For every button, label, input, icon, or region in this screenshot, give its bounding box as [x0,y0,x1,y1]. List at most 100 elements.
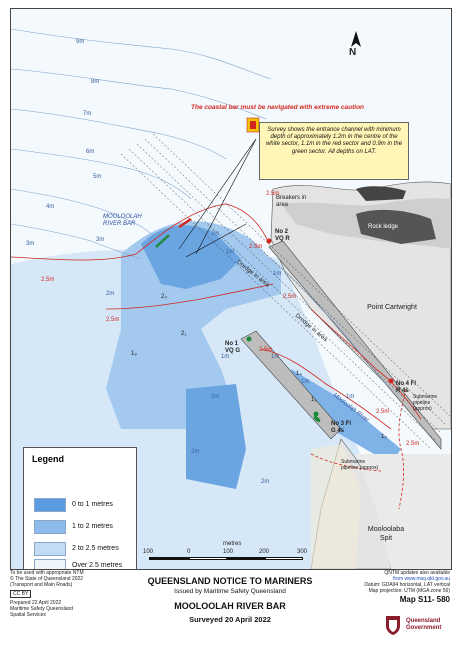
legend-swatch [34,558,66,569]
scale-tick: 100 [223,549,234,555]
scale-segment [189,557,227,560]
legend-item: 2 to 2.5 metres [34,541,119,556]
spit-label: Mooloolaba Spit [367,526,405,542]
depth-zone-river [291,369,401,464]
depth-label: 1m [221,354,230,360]
depth-label: 3m [96,237,105,243]
gov-name-line2: Government [406,625,442,631]
msq-link[interactable]: from www.msq.qld.gov.au [393,576,450,582]
scale-segment [149,557,189,560]
scale-bar: metres 100 0 100 200 300 [143,541,309,565]
sounding: 1₄ [296,371,302,377]
footer-right: QNTM updates also available from www.msq… [340,570,450,604]
rock-ledge-label: Rock ledge [368,224,399,230]
depth-label: 2.5m [41,277,55,283]
depth-label: 1m [226,249,235,255]
scale-tick: 200 [259,549,270,555]
sounding: 2₁ [181,331,187,337]
footer-left: To be used with appropriate NTM © The St… [10,570,84,618]
depth-zone-1-2 [106,221,281,429]
sounding: 1₂ [381,434,387,440]
warning-text: The coastal bar must be navigated with e… [191,104,365,111]
mark-no1-label: No 1 VQ G [225,341,241,354]
map-graphics [11,9,451,569]
mark-no4-label: No 4 Fl R 4s [396,381,417,394]
river-bar-label: MOOLOOLAH RIVER BAR [103,214,142,227]
mark-no3-buoy [313,416,321,422]
land-spit-east [356,454,451,569]
depth-label: 2.5m [249,244,263,250]
depth-label: 6m [86,149,95,155]
depth-label: 2.5m [259,347,273,353]
projection-text: Map projection: UTM (MGA zone 56) [368,588,450,594]
sounding: 2₃ [161,294,167,300]
depth-zone-0-1-south [186,384,246,489]
legend-label: 1 to 2 metres [72,523,113,530]
legend-label: 2 to 2.5 metres [72,545,119,552]
footer: To be used with appropriate NTM © The St… [10,570,450,644]
depth-label: 5m [93,174,102,180]
mark-no3-label: No 3 Fl G 4s [331,421,352,434]
caution-icon-inner [250,121,256,129]
mark-no4 [388,378,394,384]
legend-title: Legend [32,454,65,464]
depth-label: 2.5m [283,294,297,300]
mark-no3 [313,411,319,417]
north-breakwater [268,240,442,450]
depth-label: 2.5m [406,441,420,447]
qntm-updates: QNTM updates also available [384,570,450,576]
footer-left-line: (Transport and Main Roads) [10,582,73,588]
notice-title: QUEENSLAND NOTICE TO MARINERS [147,576,313,586]
depth-label: 9m [76,39,85,45]
depth-label: 2m [261,479,270,485]
map-number: Map S11- 580 [399,595,450,604]
depth-label: 2m [211,394,220,400]
legend-label: Over 2.5 metres [72,562,123,569]
mark-no2-label: No 2 VQ R [275,229,290,242]
gov-name-line1: Queensland [406,618,441,624]
rock-ledge [356,209,436,244]
rock-outcrop [356,186,406,201]
pipeline-label-1: Submarine pipeline (approx) [413,394,438,412]
pipeline-south [310,453,382,472]
depth-label: 2m [211,231,220,237]
sounding: 1₁ [311,397,317,403]
legend-swatch [34,519,66,534]
red-sector [178,217,192,229]
depth-zone-0-1-bar [141,225,241,289]
depth-label: 7m [83,111,92,117]
point-cartwright-label: Point Cartwright [367,304,417,311]
depth-label: 4m [46,204,55,210]
depth-label: 1m [346,394,355,400]
depth-label: 2.5m [106,317,120,323]
mark-no2 [266,238,272,244]
depth-label: 2m [191,449,200,455]
pipeline-north [398,388,407,510]
pipeline-label-2: Submarine pipeline (approx) [341,459,379,471]
footer-left-line: To be used with appropriate NTM [10,570,84,576]
scale-segment [265,557,303,560]
scale-tick: 0 [187,549,191,555]
contour-lines [11,28,392,390]
leading-lines [120,133,451,450]
scale-segment [227,557,265,560]
sector-lines [178,138,257,258]
legend-box: Legend 0 to 1 metres 1 to 2 metres 2 to … [23,447,137,569]
footer-center: QUEENSLAND NOTICE TO MARINERS Issued by … [120,576,340,624]
legend-item: Over 2.5 metres [34,558,123,569]
depth-label: 1m [271,354,280,360]
footer-left-line: © The State of Queensland 2022 [10,576,84,582]
depth-label: 2.5m [376,409,390,415]
depth-label: 2.5m [266,191,280,197]
beach-sand [311,444,361,569]
legend-swatch [34,541,66,556]
legend-label: 0 to 1 metres [72,501,113,508]
breakers-label: Breakers in area [276,195,307,208]
depth-label: 1m [273,271,282,277]
green-sector [155,234,170,248]
prepared-line: Maritime Safety Queensland [10,606,74,612]
notice-subtitle: Issued by Maritime Safety Queensland [174,588,286,595]
scale-tick: 300 [297,549,308,555]
prepared-line: Prepared 22 April 2022 [10,600,62,606]
